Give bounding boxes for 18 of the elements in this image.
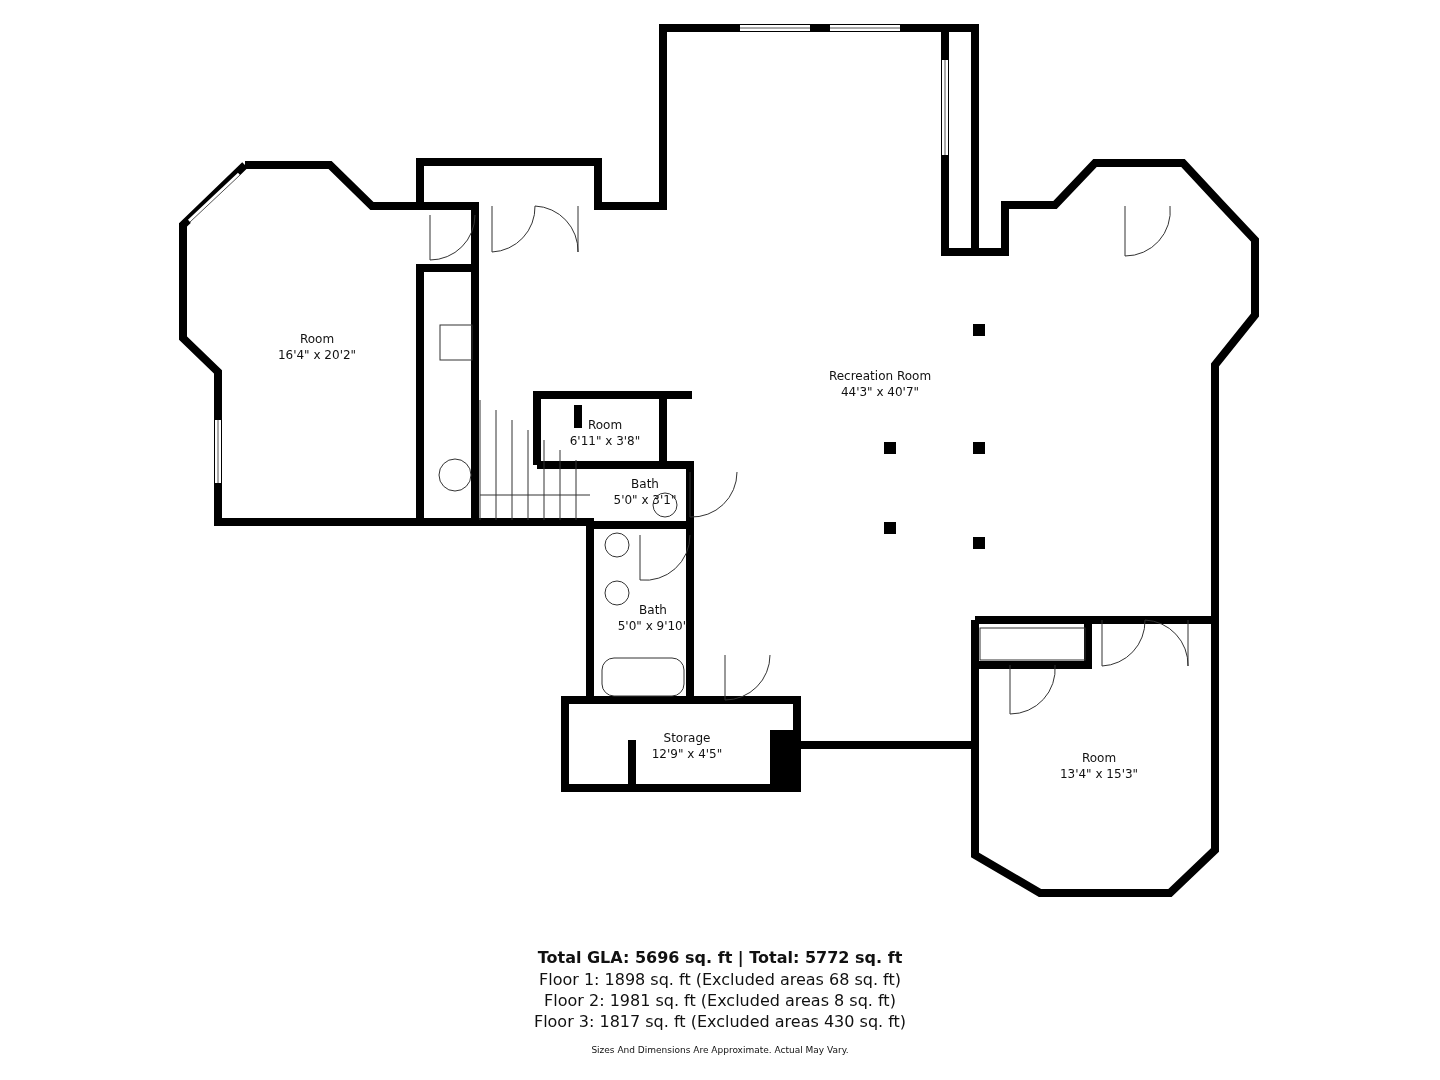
room-dimensions: 12'9" x 4'5" [651,746,723,762]
area-total: Total GLA: 5696 sq. ft | Total: 5772 sq. ft [536,948,904,967]
room-dimensions: 13'4" x 15'3" [1059,766,1139,782]
room-dimensions: 6'11" x 3'8" [569,433,641,449]
room-name: Recreation Room [828,368,932,384]
room-name: Bath [638,602,668,618]
floor-area-line: Floor 2: 1981 sq. ft (Excluded areas 8 sq. ft) [543,991,897,1010]
room-name: Room [298,331,336,347]
room-name: Room [1080,750,1118,766]
room-name: Storage [662,730,712,746]
room-name: Bath [630,476,660,492]
room-dimensions: 44'3" x 40'7" [839,384,921,400]
room-dimensions: 16'4" x 20'2" [277,347,357,363]
room-dimensions: 5'0" x 3'1" [613,492,677,508]
disclaimer-note: Sizes And Dimensions Are Approximate. Actual May Vary. [590,1045,850,1055]
floor-area-line: Floor 3: 1817 sq. ft (Excluded areas 430 sq. ft) [532,1012,908,1031]
room-name: Room [586,417,624,433]
floor-area-line: Floor 1: 1898 sq. ft (Excluded areas 68 sq. ft) [538,970,902,989]
